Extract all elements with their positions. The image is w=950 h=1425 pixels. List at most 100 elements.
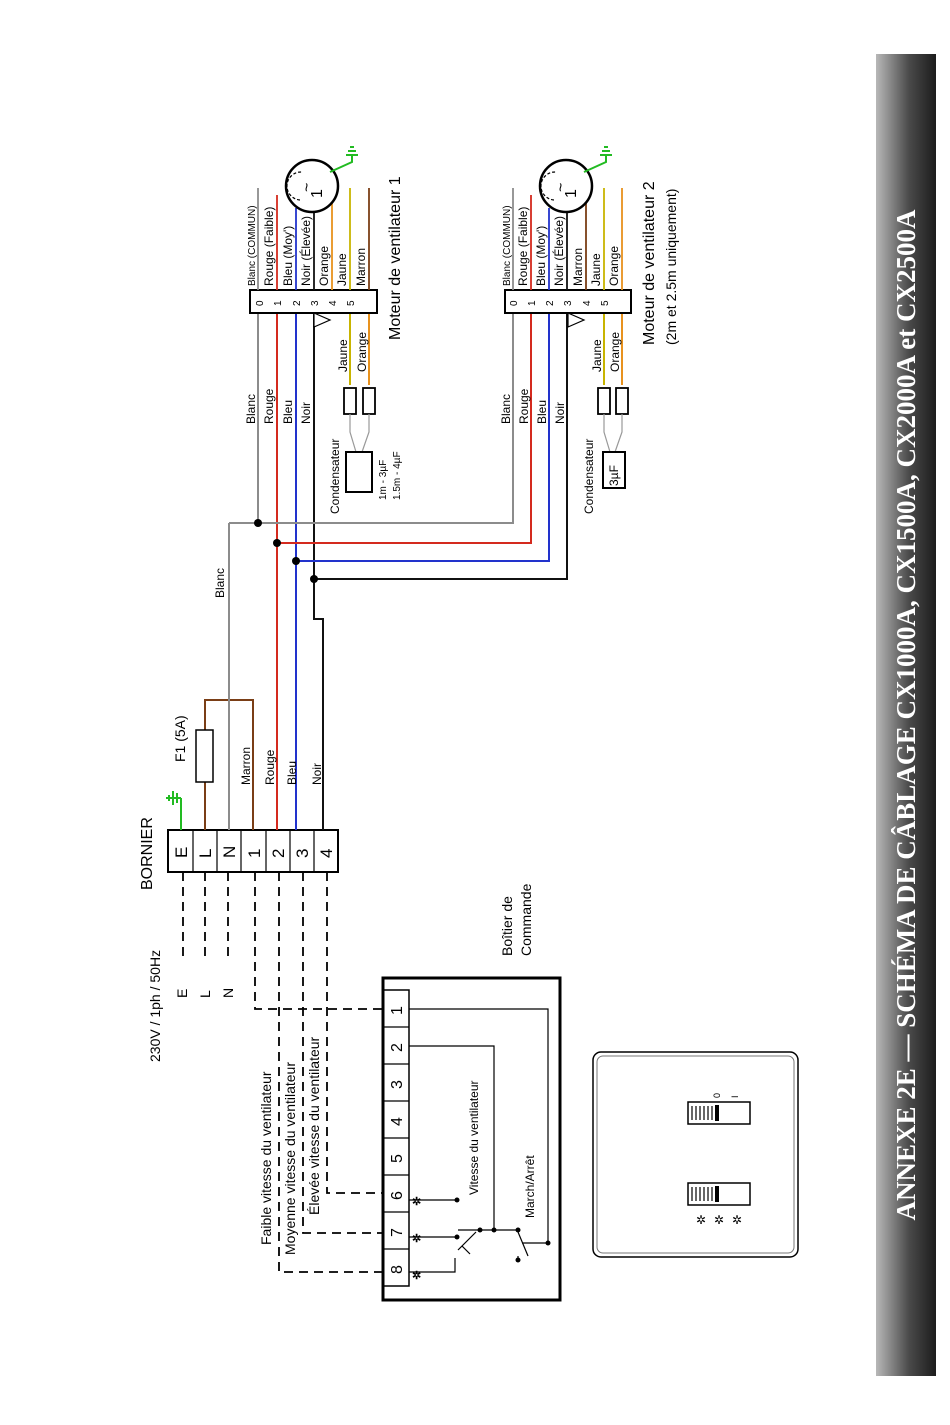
motor2-wire-bleu: Bleu [535, 400, 549, 424]
motor1-wire-bleu: Bleu [281, 400, 295, 424]
svg-text:✲: ✲ [412, 1233, 421, 1245]
motor2-capacitor-label: Condensateur [582, 439, 596, 514]
fan-speed-icons: ✲ ✲ ✲ [412, 1196, 421, 1282]
motor1-symbol [284, 158, 340, 214]
motor1-cap-value-1: 1m - 3µF [378, 460, 389, 500]
motor2-capacitor [602, 451, 626, 489]
motor2-lead-5: Jaune [589, 253, 603, 286]
motor1-lead-0: Blanc (COMMUN) [247, 205, 258, 286]
motor2-lead-3: Noir (Élevée) [551, 216, 566, 286]
motor1-lead-3: Noir (Élevée) [298, 216, 313, 286]
control-speed-label: Vitesse du ventilateur [467, 1080, 481, 1195]
motor2-lead-4: Marron [571, 248, 585, 286]
control-terminal-7: 7 [389, 1228, 406, 1237]
control-terminal-2: 2 [389, 1043, 406, 1052]
motor1-title: Moteur de ventilateur 1 [387, 176, 404, 340]
motor2-branch-wires [258, 290, 568, 580]
bornier-terminal-1: 1 [245, 849, 264, 858]
bornier-terminal-L: L [196, 849, 215, 858]
control-box-title-2: Commande [518, 883, 534, 956]
motor2-lead-2: Bleu (Moy') [534, 226, 548, 286]
motor1-pin-3: 3 [310, 300, 321, 306]
fuse-label: F1 (5A) [172, 715, 188, 762]
svg-text:✲: ✲ [696, 1213, 706, 1227]
svg-text:✲: ✲ [714, 1213, 724, 1227]
bornier-terminal-2: 2 [269, 849, 288, 858]
motor1-pin-2: 2 [292, 300, 303, 306]
motor1-symbol-ac: ~ [299, 183, 316, 192]
svg-text:✲: ✲ [412, 1270, 421, 1282]
motor2-symbol [538, 158, 594, 214]
control-terminal-6: 6 [389, 1191, 406, 1200]
control-onoff-label: March/Arrêt [523, 1155, 537, 1218]
bornier-wire-bleu: Bleu [285, 761, 299, 785]
motor2-pin-4: 4 [582, 300, 593, 306]
motor1-lead-6: Marron [354, 248, 368, 286]
fuse-symbol [195, 729, 214, 783]
control-terminal-5: 5 [389, 1154, 406, 1163]
motor2-cap-value: 3µF [607, 465, 621, 486]
control-terminal-8: 8 [389, 1265, 406, 1274]
motor2-lead-1: Rouge (Faible) [516, 207, 530, 286]
motor2-pin-5: 5 [600, 300, 611, 306]
junction-dots [254, 519, 318, 583]
bornier-terminal-3: 3 [293, 849, 312, 858]
motor1-symbol-phase: 1 [309, 189, 326, 198]
motor2-symbol-ac: ~ [553, 183, 570, 192]
motor2-symbol-phase: 1 [563, 189, 580, 198]
control-terminal-1: 1 [389, 1006, 406, 1015]
control-terminal-4: 4 [389, 1117, 406, 1126]
motor2-wire-rouge: Rouge [517, 388, 531, 424]
supply-line-E: E [174, 989, 190, 998]
speed-line-high: Élevée vitesse du ventilateur [306, 1036, 322, 1215]
motor2-cap-wire-jaune: Jaune [590, 339, 604, 372]
motor1-wire-rouge: Rouge [262, 388, 276, 424]
motor2-wire-noir: Noir [553, 402, 567, 424]
motor1-cap-wire-jaune: Jaune [336, 339, 350, 372]
bornier-wire-rouge: Rouge [263, 749, 277, 785]
motor1-lead-5: Jaune [335, 253, 349, 286]
speed-selector-fan-icons: ✲ ✲ ✲ [696, 1213, 742, 1227]
motor2-lead-0: Blanc (COMMUN) [502, 205, 513, 286]
motor1: Blanc Rouge Bleu Noir Jaune Orange Conde… [244, 146, 404, 514]
control-terminal-3: 3 [389, 1080, 406, 1089]
bornier-terminal-4: 4 [317, 849, 336, 858]
svg-text:✲: ✲ [412, 1196, 421, 1208]
motor2-earth-icon [583, 146, 612, 173]
title-band [876, 54, 936, 1376]
motor2-subtitle: (2m et 2.5m uniquement) [663, 189, 679, 345]
bornier-terminal-N: N [220, 846, 239, 858]
motor1-lead-2: Bleu (Moy') [281, 226, 295, 286]
motor1-pin-4: 4 [328, 300, 339, 306]
motor1-cap-wire-orange: Orange [355, 332, 369, 372]
motor1-wire-blanc: Blanc [244, 394, 258, 424]
motor2: Blanc Rouge Bleu Noir 3µF Jaune Orange C… [499, 146, 679, 514]
bornier-wire-noir: Noir [310, 763, 324, 785]
switch-mark-0: 0 [712, 1093, 722, 1098]
motor2-wire-blanc: Blanc [499, 394, 513, 424]
motor2-title: Moteur de ventilateur 2 [641, 181, 658, 345]
motor2-pin-1: 1 [527, 300, 538, 306]
motor1-pin-5: 5 [346, 300, 357, 306]
motor2-pin-2: 2 [545, 300, 556, 306]
bornier-terminal-E: E [172, 847, 191, 858]
motor1-cap-value-2: 1.5m - 4µF [392, 451, 403, 500]
motor1-pin-0: 0 [255, 300, 266, 306]
earth-symbol [166, 791, 182, 830]
motor1-earth-icon [329, 146, 358, 173]
page-title: ANNEXE 2E — SCHÉMA DE CÂBLAGE CX1000A, C… [891, 209, 921, 1221]
speed-line-low: Faible vitesse du ventilateur [258, 1071, 274, 1245]
motor1-lead-1: Rouge (Faible) [262, 207, 276, 286]
svg-text:✲: ✲ [732, 1213, 742, 1227]
supply-line-N: N [220, 988, 236, 998]
supply-line-L: L [197, 990, 213, 998]
switch-mark-1: I [730, 1095, 740, 1098]
bornier-wire-marron: Marron [239, 747, 253, 785]
supply-label: 230V / 1ph / 50Hz [147, 950, 163, 1062]
motor2-pin-3: 3 [563, 300, 574, 306]
control-box: Boîtier de Commande 1 2 3 4 5 6 7 8 [381, 883, 562, 1302]
motor2-pin-0: 0 [509, 300, 520, 306]
motor1-capacitor-label: Condensateur [328, 439, 342, 514]
